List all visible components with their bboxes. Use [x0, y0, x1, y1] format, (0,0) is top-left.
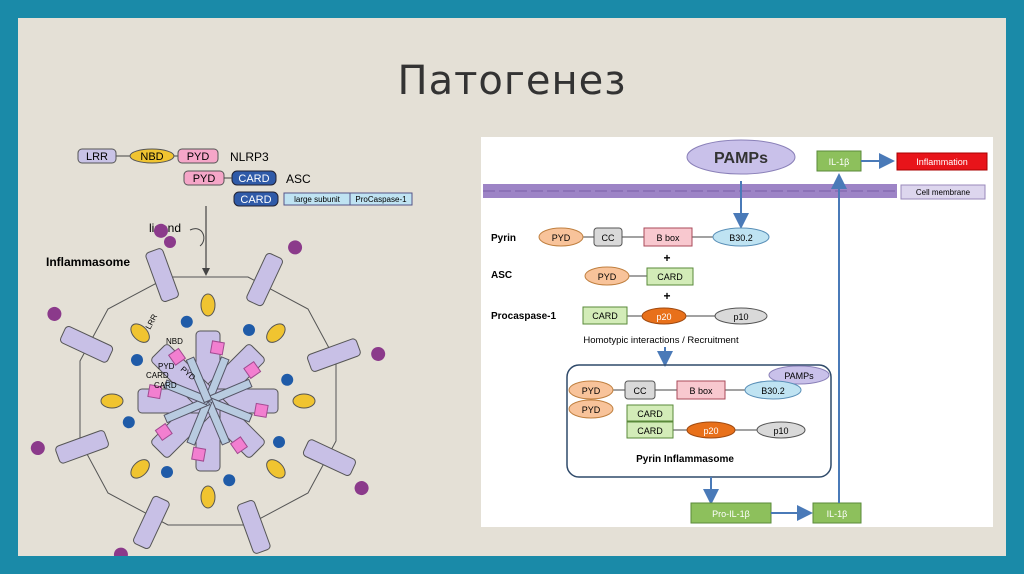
homotypic-label: Homotypic interactions / Recruitment	[583, 335, 739, 346]
pro-il1b-label: Pro-IL-1β	[712, 509, 750, 519]
il1b-bottom-label: IL-1β	[827, 509, 848, 519]
nlrp3-label: NLRP3	[230, 150, 269, 164]
box-card-2: CARD	[637, 426, 663, 436]
plus-2: +	[663, 289, 670, 303]
box-b302: B30.2	[761, 386, 785, 396]
ring-lrr-label: LRR	[144, 312, 160, 331]
ring-card-label-1: CARD	[146, 371, 169, 380]
procasp-card: CARD	[592, 311, 618, 321]
asc-row: PYD CARD ASC	[183, 170, 311, 186]
asc-pyd-label: PYD	[193, 173, 216, 185]
procasp-label: Procaspase-1	[491, 311, 556, 322]
cell-membrane-band	[483, 184, 897, 198]
pyrin-label: Pyrin	[491, 233, 516, 244]
box-p20: p20	[703, 426, 718, 436]
box-cc: CC	[634, 386, 647, 396]
slide-frame: Патогенез LRR NBD PYD NLRP3 PYD CARD ASC…	[18, 18, 1006, 556]
inflammasome-ring	[30, 223, 386, 556]
inflammation-label: Inflammation	[916, 157, 968, 167]
box-pyd-1: PYD	[582, 386, 601, 396]
asc-label: ASC	[286, 172, 311, 186]
cell-membrane-label: Cell membrane	[916, 188, 971, 197]
asc-right-label: ASC	[491, 270, 512, 281]
nlrp3-nbd-label: NBD	[140, 151, 163, 163]
pyrin-pathway-panel: PAMPs IL-1β Inflammation Cell membrane P…	[481, 137, 993, 527]
nlrp3-lrr-label: LRR	[86, 151, 108, 163]
plus-1: +	[663, 251, 670, 265]
box-card-1: CARD	[637, 409, 663, 419]
box-bbox: B box	[689, 386, 713, 396]
pyrin-inflammasome-title: Pyrin Inflammasome	[636, 454, 734, 465]
asc-right-card: CARD	[657, 272, 683, 282]
box-p10: p10	[773, 426, 788, 436]
slide-title: Патогенез	[397, 58, 627, 104]
il1b-top-label: IL-1β	[829, 157, 850, 167]
pamps-label: PAMPs	[714, 150, 768, 167]
pyrin-bbox: B box	[656, 233, 680, 243]
asc-card-label: CARD	[238, 173, 269, 185]
ring-pyd-label-1: PYD	[158, 362, 175, 371]
box-pyd-2: PYD	[582, 405, 601, 415]
pyrin-pyd: PYD	[552, 233, 571, 243]
pamps-ellipse	[686, 139, 796, 175]
pyrin-inflammasome-box	[566, 364, 832, 478]
procasp-p10: p10	[733, 312, 748, 322]
pyrin-cc: CC	[602, 233, 615, 243]
pyrin-b302: B30.2	[729, 233, 753, 243]
ring-nbd-label: NBD	[166, 337, 183, 346]
casp-card-label: CARD	[240, 194, 271, 206]
ligand-dot	[164, 236, 176, 248]
procaspase-row: CARD large subunit ProCaspase-1	[233, 191, 413, 207]
ring-card-label-2: CARD	[154, 381, 177, 390]
box-pamps: PAMPs	[784, 371, 814, 381]
nlrp3-pyd-label: PYD	[187, 151, 210, 163]
asc-right-pyd: PYD	[598, 272, 617, 282]
procasp-p20: p20	[656, 312, 671, 322]
casp-large-subunit-label: large subunit	[294, 195, 341, 204]
casp-procaspase-label: ProCaspase-1	[355, 195, 407, 204]
nlrp3-row: LRR NBD PYD NLRP3	[77, 148, 269, 164]
inflammasome-label: Inflammasome	[46, 255, 130, 269]
inflammasome-schematic: LRR NBD PYD NLRP3 PYD CARD ASC CARD larg…	[30, 148, 413, 556]
